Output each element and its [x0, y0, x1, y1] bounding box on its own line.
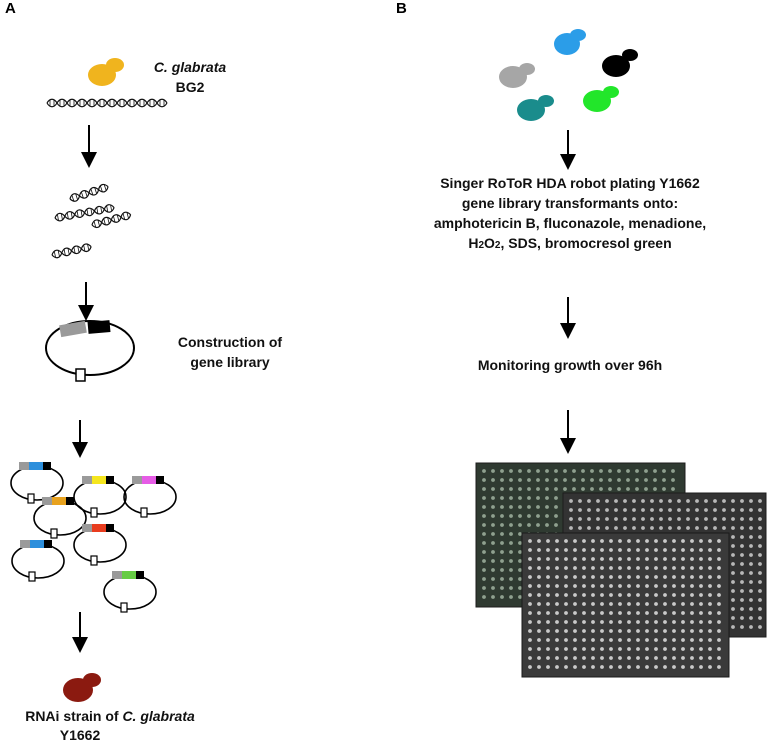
dna-fragments-icon — [50, 182, 133, 260]
robot-label-line3: amphotericin B, fluconazole, menadione, — [433, 215, 707, 231]
robot-label-line2: gene library transformants onto: — [461, 195, 679, 211]
library-plasmid — [33, 497, 87, 539]
library-plasmid — [73, 476, 127, 518]
robot-label-line1: Singer RoToR HDA robot plating Y1662 — [440, 175, 700, 191]
start-strain-label: BG2 — [175, 79, 205, 95]
construction-label-line1: Construction of — [177, 334, 283, 350]
panel-label-a: A — [5, 0, 16, 17]
result-label: RNAi strain of C. glabrata — [25, 708, 195, 724]
construction-label-line2: gene library — [190, 354, 270, 370]
plasmid-icon — [45, 320, 135, 382]
yeast-colonies-icon — [499, 29, 638, 121]
library-plasmid — [11, 540, 65, 582]
monitoring-label: Monitoring growth over 96h — [477, 357, 663, 373]
library-plasmid — [73, 524, 127, 566]
yeast-cell-icon — [88, 58, 124, 86]
plate-front — [521, 532, 730, 678]
agar-plates-image — [475, 462, 767, 678]
robot-label-line4: H2O2, SDS, bromocresol green — [468, 235, 672, 251]
library-plasmid — [10, 462, 64, 504]
library-plasmid — [123, 476, 177, 518]
rnai-yeast-cell-icon — [63, 673, 101, 702]
result-strain-label: Y1662 — [59, 727, 101, 743]
library-plasmid — [103, 571, 157, 613]
dna-icon — [46, 98, 168, 108]
panel-label-b: B — [396, 0, 407, 17]
plasmid-library-icon — [10, 462, 177, 613]
start-species-label: C. glabrata — [153, 59, 227, 75]
